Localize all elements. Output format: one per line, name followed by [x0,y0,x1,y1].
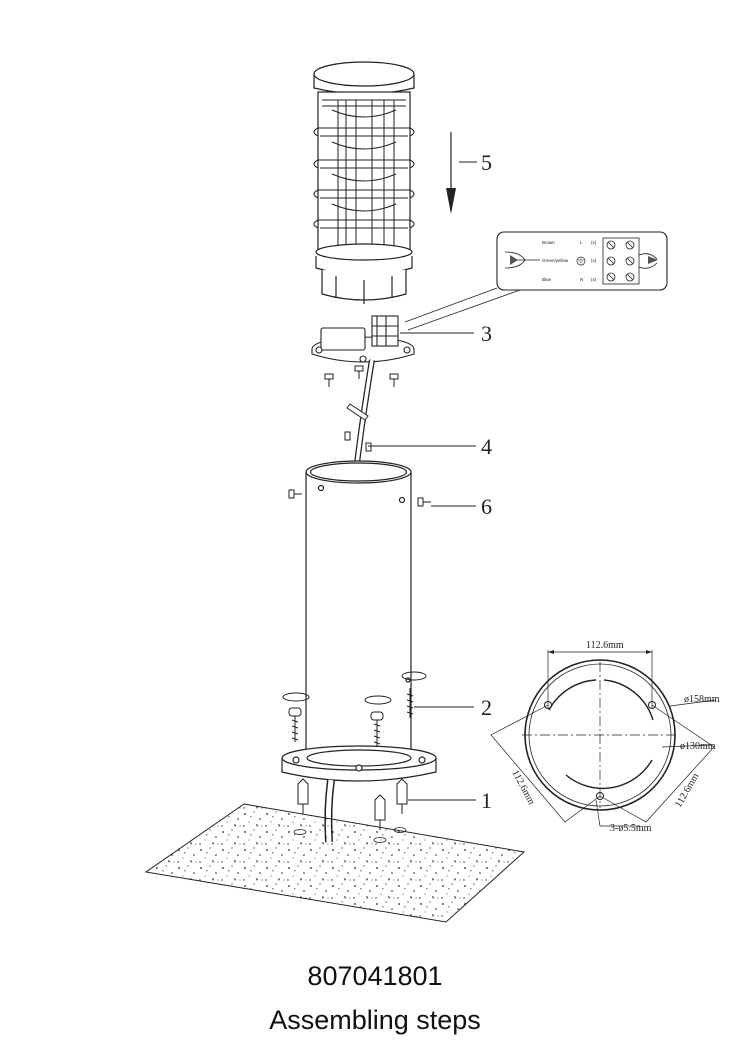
terminal-code-3: (x) [591,277,597,282]
model-number: 807041801 [307,961,443,991]
cable-clamp [344,403,372,452]
terminal-n: N [580,277,583,282]
dim-top-width: 112.6mm [586,640,624,651]
callout-5: 5 [481,150,492,175]
fins [313,99,415,229]
callout-4: 4 [481,434,492,459]
dim-inner-diameter: ø130mm [680,741,716,752]
ground-icon [576,256,586,266]
wire-green-yellow: Green/yellow [542,258,569,263]
dim-holes: 3-ø5.5mm [610,823,652,834]
terminal-code-1: (x) [591,240,597,245]
wire-brown: Brown [542,240,555,245]
callout-2: 2 [481,695,492,720]
terminal-code-2: (x) [591,258,597,263]
inner-rods [331,100,397,250]
assembly-drawing: Brown Green/yellow Blue L N (x) (x) (x) [144,61,720,923]
down-arrow [446,132,456,214]
callout-3: 3 [481,321,492,346]
pole-screws [288,489,431,507]
dim-outer-diameter: ø158mm [684,694,720,705]
terminal-block [602,237,640,285]
terminal-l: L [580,240,583,245]
rotation-arrows [282,671,427,705]
wall-plugs [297,778,408,830]
dim-left-side: 112.6mm [509,768,537,807]
wiring-diagram: Brown Green/yellow Blue L N (x) (x) (x) [404,231,668,331]
wire-blue: Blue [542,277,552,282]
assembly-title: Assembling steps [269,1005,481,1035]
ground-slab [144,803,526,923]
plate-screws [324,365,399,387]
pole [305,460,412,757]
base-plate-drawing [490,650,717,827]
base-flange [281,745,437,782]
callout-1: 1 [481,788,492,813]
wiring-plate [311,315,415,363]
lamp-head [313,61,415,304]
callout-6: 6 [481,494,492,519]
leader-lines [368,161,477,801]
anchor-screws [288,688,414,746]
